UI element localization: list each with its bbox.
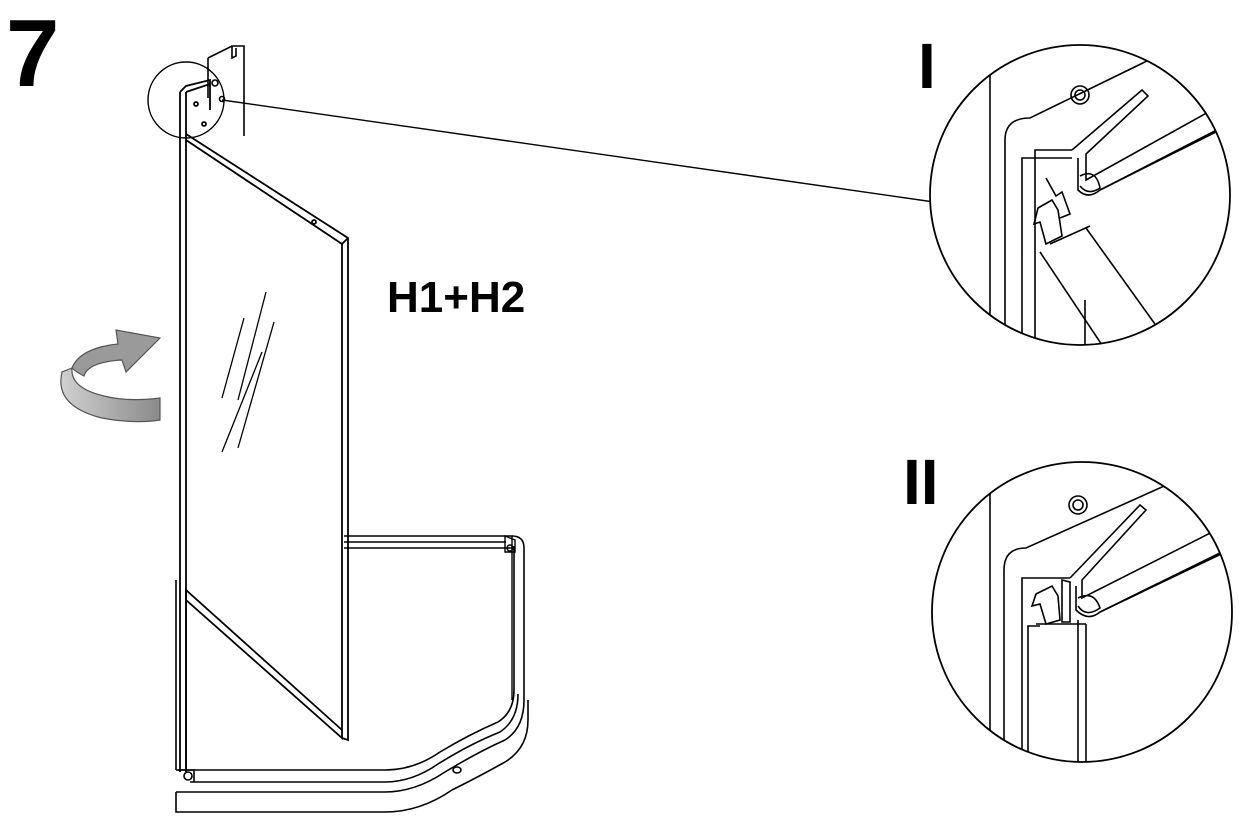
magnifier-callout (147, 61, 935, 203)
side-panel-frame (344, 534, 516, 700)
glass-reflection (221, 291, 275, 453)
step-number: 7 (6, 0, 59, 107)
glass-panel (179, 78, 349, 772)
rotate-arrow-icon (60, 329, 162, 423)
part-label: H1+H2 (387, 273, 526, 322)
detail-view-2 (931, 461, 1233, 763)
shower-tray (175, 535, 529, 813)
detail-view-1 (929, 44, 1231, 346)
detail-2-label: II (903, 446, 939, 518)
wall-profile (207, 45, 245, 136)
detail-1-label: I (918, 30, 936, 102)
